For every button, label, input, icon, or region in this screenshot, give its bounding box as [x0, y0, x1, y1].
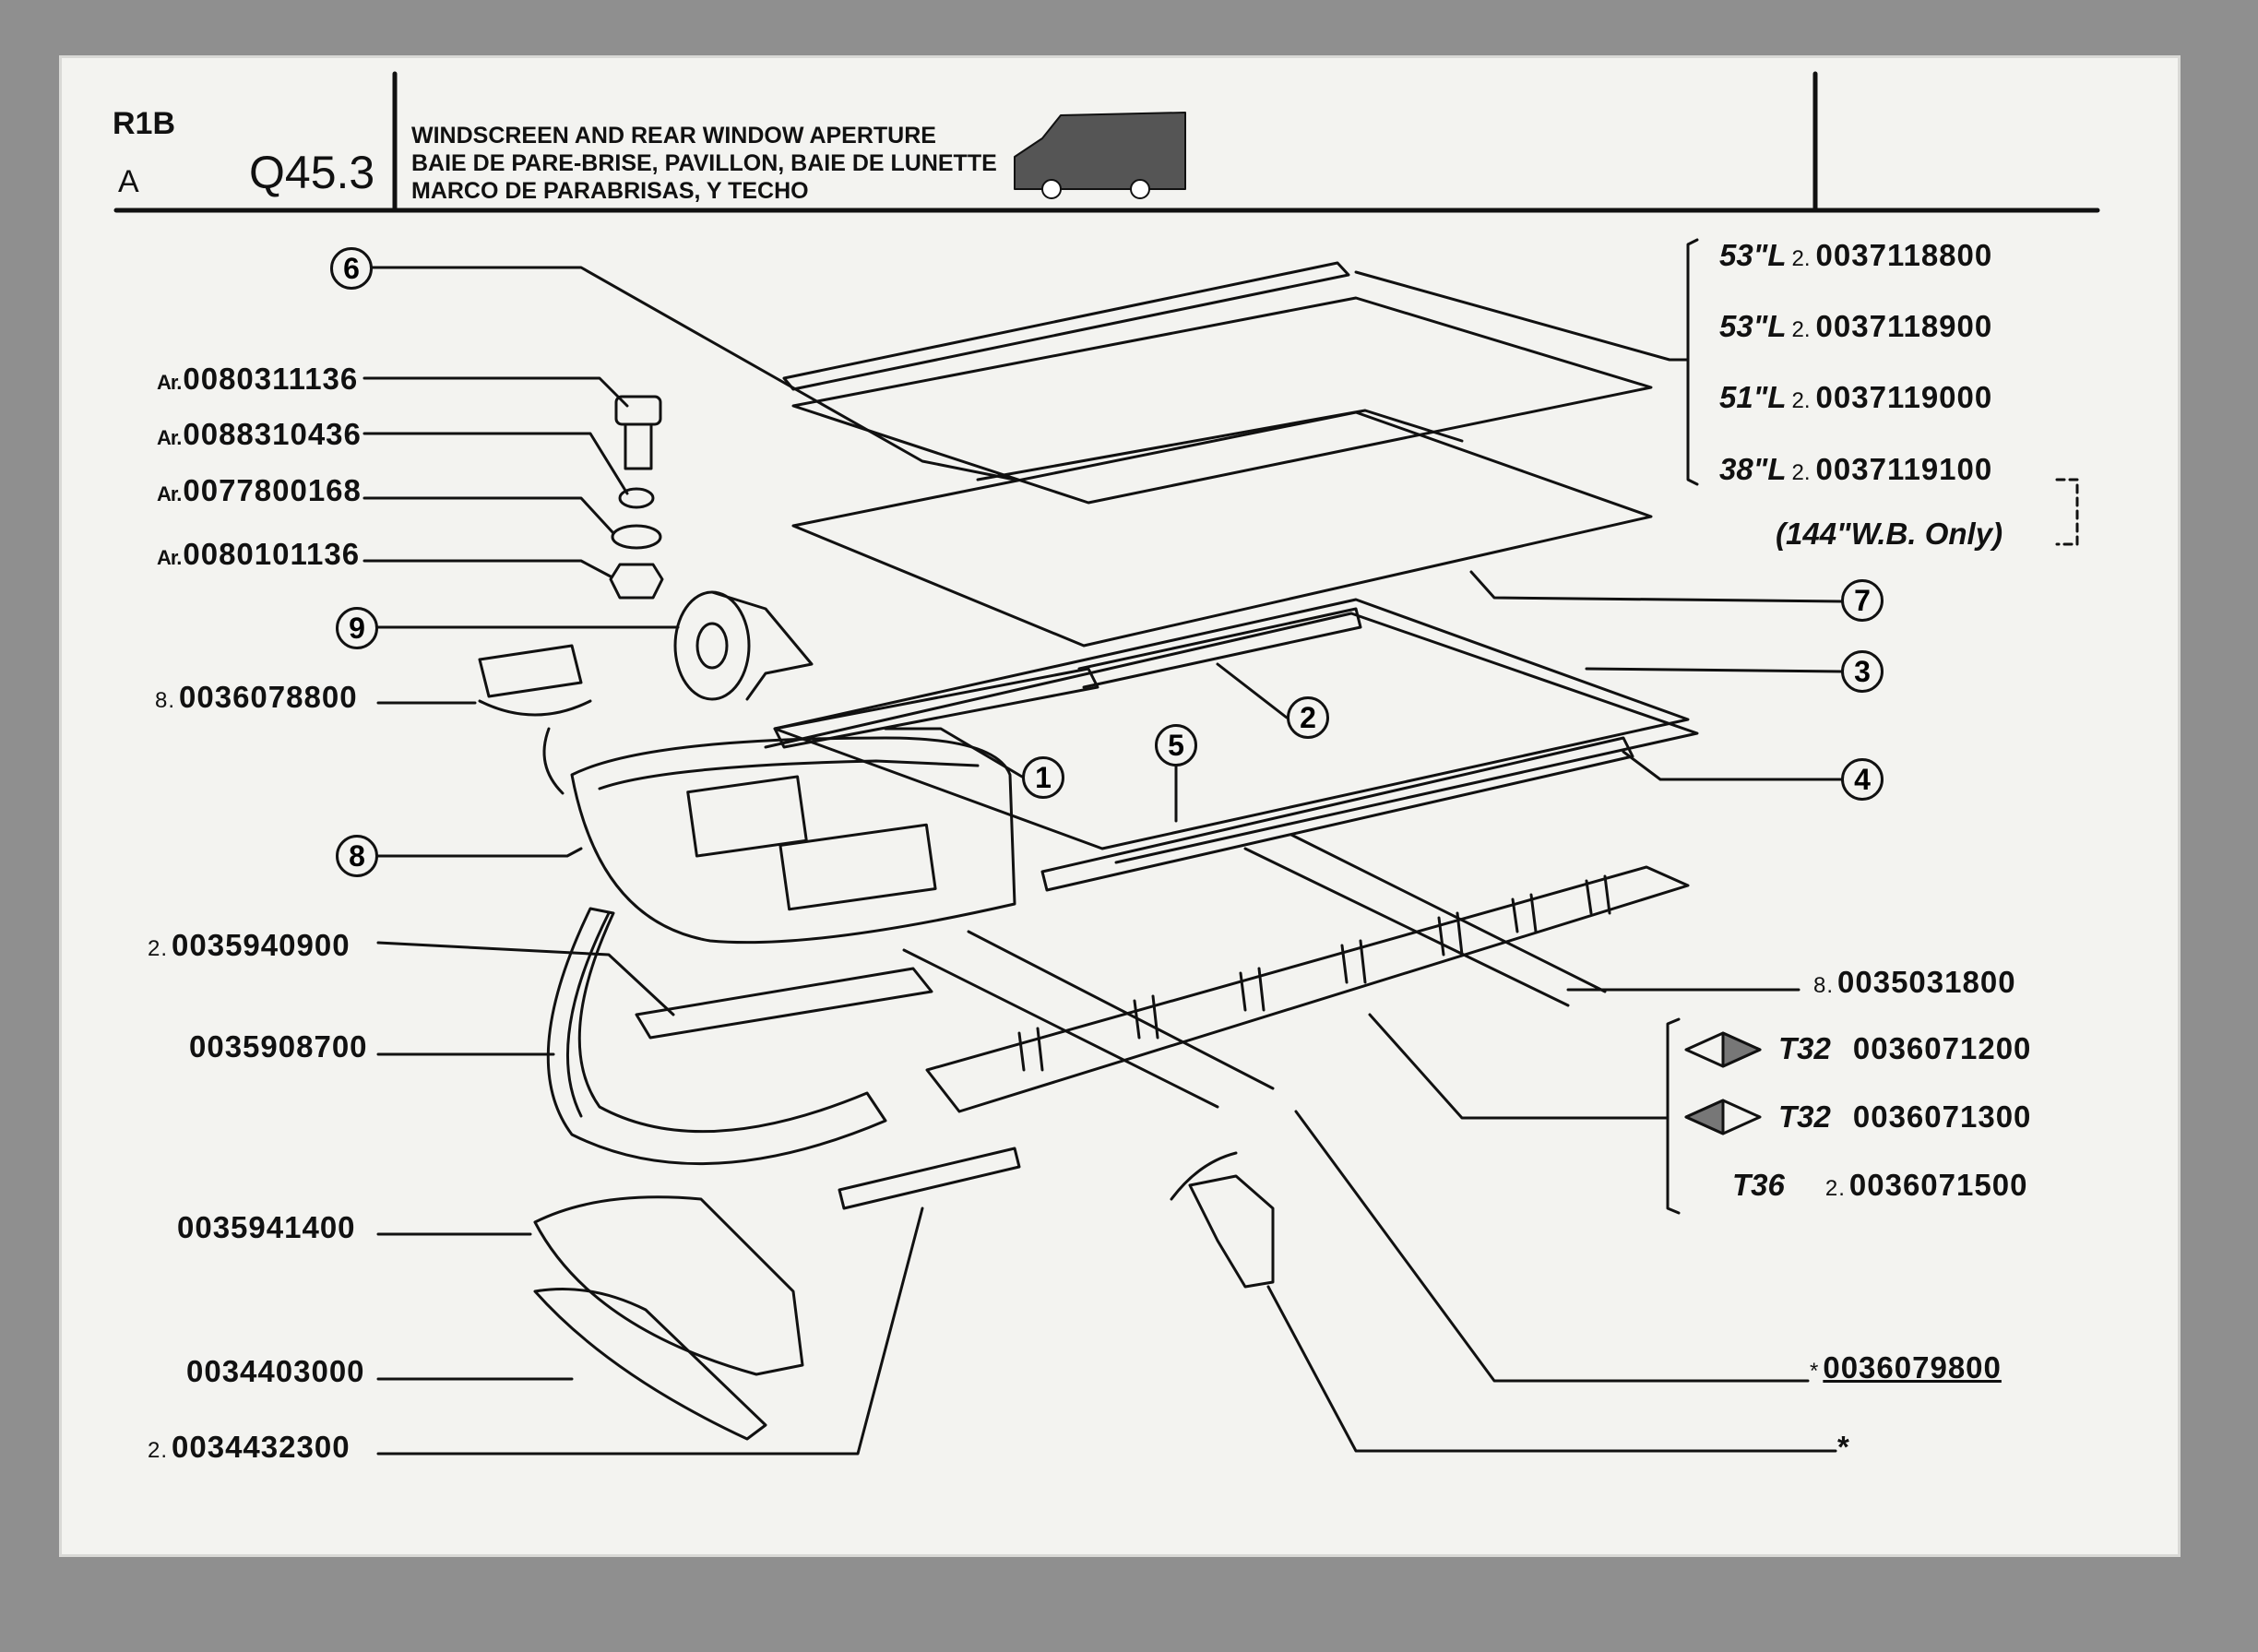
front-arch	[546, 907, 887, 1166]
rear-bow	[570, 736, 1016, 945]
plate-0034403000	[533, 1288, 767, 1441]
nut	[609, 563, 664, 600]
part-rail: 2.0035940900	[148, 928, 351, 962]
header-code-bottom: A	[118, 164, 139, 199]
part-strip: 2.0034432300	[148, 1430, 351, 1464]
callout-6: 6	[330, 247, 373, 290]
callout-3: 3	[1841, 650, 1884, 693]
callout-7: 7	[1841, 579, 1884, 622]
parts-sheet	[59, 55, 2181, 1557]
part-plate: 0034403000	[186, 1354, 365, 1388]
wheelbase-note: (144"W.B. Only)	[1776, 517, 2003, 551]
bracket-0035941400	[533, 1195, 804, 1376]
small-strip	[838, 1147, 1021, 1210]
t36-piece	[1188, 1174, 1275, 1289]
rail-left	[635, 967, 933, 1040]
part-starred: *0036079800	[1810, 1350, 2002, 1385]
part-bolt: Ar.0080311136	[157, 362, 359, 396]
part-nut: Ar.0080101136	[157, 537, 361, 571]
lockwasher	[618, 487, 655, 509]
rail-brackets	[1017, 874, 1611, 1072]
callout-5: 5	[1155, 724, 1197, 767]
callout-4: 4	[1841, 758, 1884, 801]
side-rail	[925, 865, 1690, 1113]
part-clip: 8.0036078800	[155, 680, 358, 714]
header-code-top: R1B	[113, 106, 176, 141]
title-fr: BAIE DE PARE-BRISE, PAVILLON, BAIE DE LU…	[411, 150, 997, 176]
van-icon	[1014, 112, 1186, 199]
title-es: MARCO DE PARABRISAS, Y TECHO	[411, 178, 809, 204]
part-lockwasher: Ar.0088310436	[157, 417, 362, 451]
crossbar-5	[1040, 736, 1634, 892]
tape-roll	[673, 590, 751, 701]
washer	[611, 524, 662, 550]
t32-diamonds	[1684, 1031, 1762, 1135]
star-marker: *	[1837, 1430, 1850, 1464]
part-washer: Ar.0077800168	[157, 473, 362, 507]
callout-9: 9	[336, 607, 378, 649]
roof-rear-rail	[782, 261, 1350, 391]
roof-frame	[773, 598, 1690, 850]
page-ref: Q45.3	[249, 147, 375, 198]
roof-panel-upper	[791, 296, 1653, 505]
callout-2: 2	[1287, 696, 1329, 739]
clip-0036078800	[478, 644, 583, 698]
roof-panel-lower	[791, 410, 1653, 648]
part-bracket: 0035941400	[177, 1210, 356, 1244]
callout-1: 1	[1022, 756, 1064, 799]
leaders	[362, 266, 1843, 1456]
part-crossmember: 8.0035031800	[1813, 965, 2016, 999]
part-arch: 0035908700	[189, 1029, 368, 1064]
title-en: WINDSCREEN AND REAR WINDOW APERTURE	[411, 123, 936, 149]
callout-8: 8	[336, 835, 378, 877]
